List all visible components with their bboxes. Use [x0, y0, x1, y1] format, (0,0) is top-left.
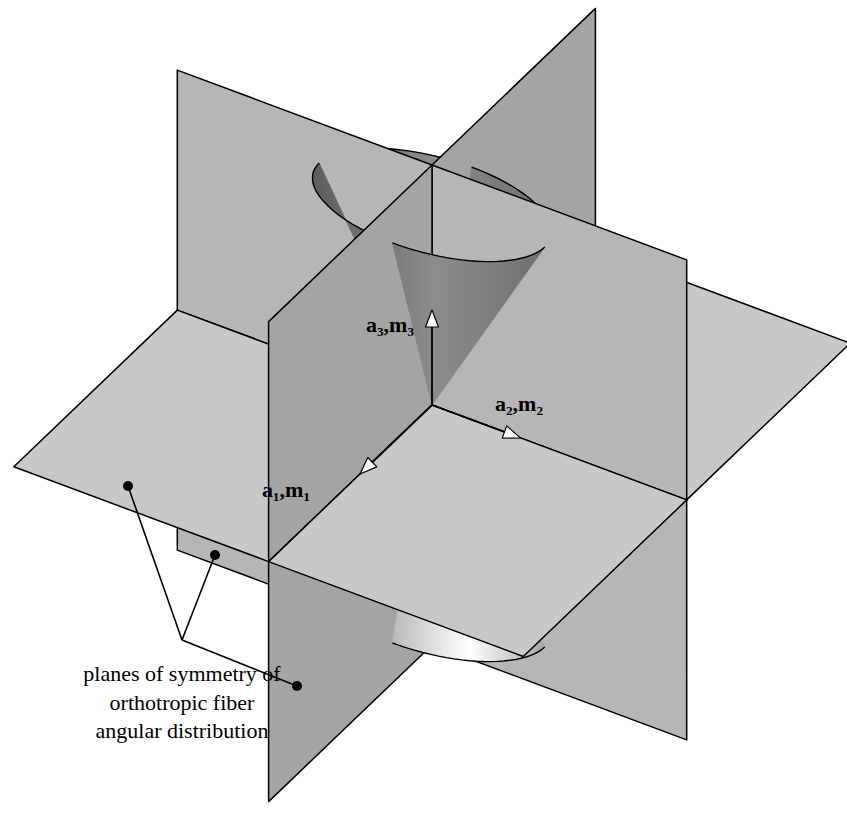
leader-dot [292, 681, 302, 691]
axis-line [431, 327, 433, 405]
leader-line [182, 555, 215, 640]
fiber-distribution-cone [392, 243, 544, 405]
axis-label: a₃,m₃ [366, 313, 414, 337]
axis-arrowhead [426, 310, 439, 327]
leader-dot [210, 550, 220, 560]
planes-and-cone [14, 8, 847, 801]
axis-label: a₁,m₁ [262, 478, 310, 502]
axis-label: a₂,m₂ [495, 392, 543, 416]
axis-line [372, 405, 432, 462]
callout-text: planes of symmetry of orthotropic fiber … [76, 660, 288, 746]
leader-dots [123, 481, 302, 691]
horizontal-symmetry-plane [269, 405, 687, 657]
leader-line [128, 486, 182, 640]
axis-arrowhead [360, 458, 377, 475]
leader-dot [123, 481, 133, 491]
leader-lines [128, 486, 297, 686]
cone-rim [392, 243, 544, 262]
axis-arrowhead [502, 426, 520, 438]
axis-line [432, 405, 504, 432]
